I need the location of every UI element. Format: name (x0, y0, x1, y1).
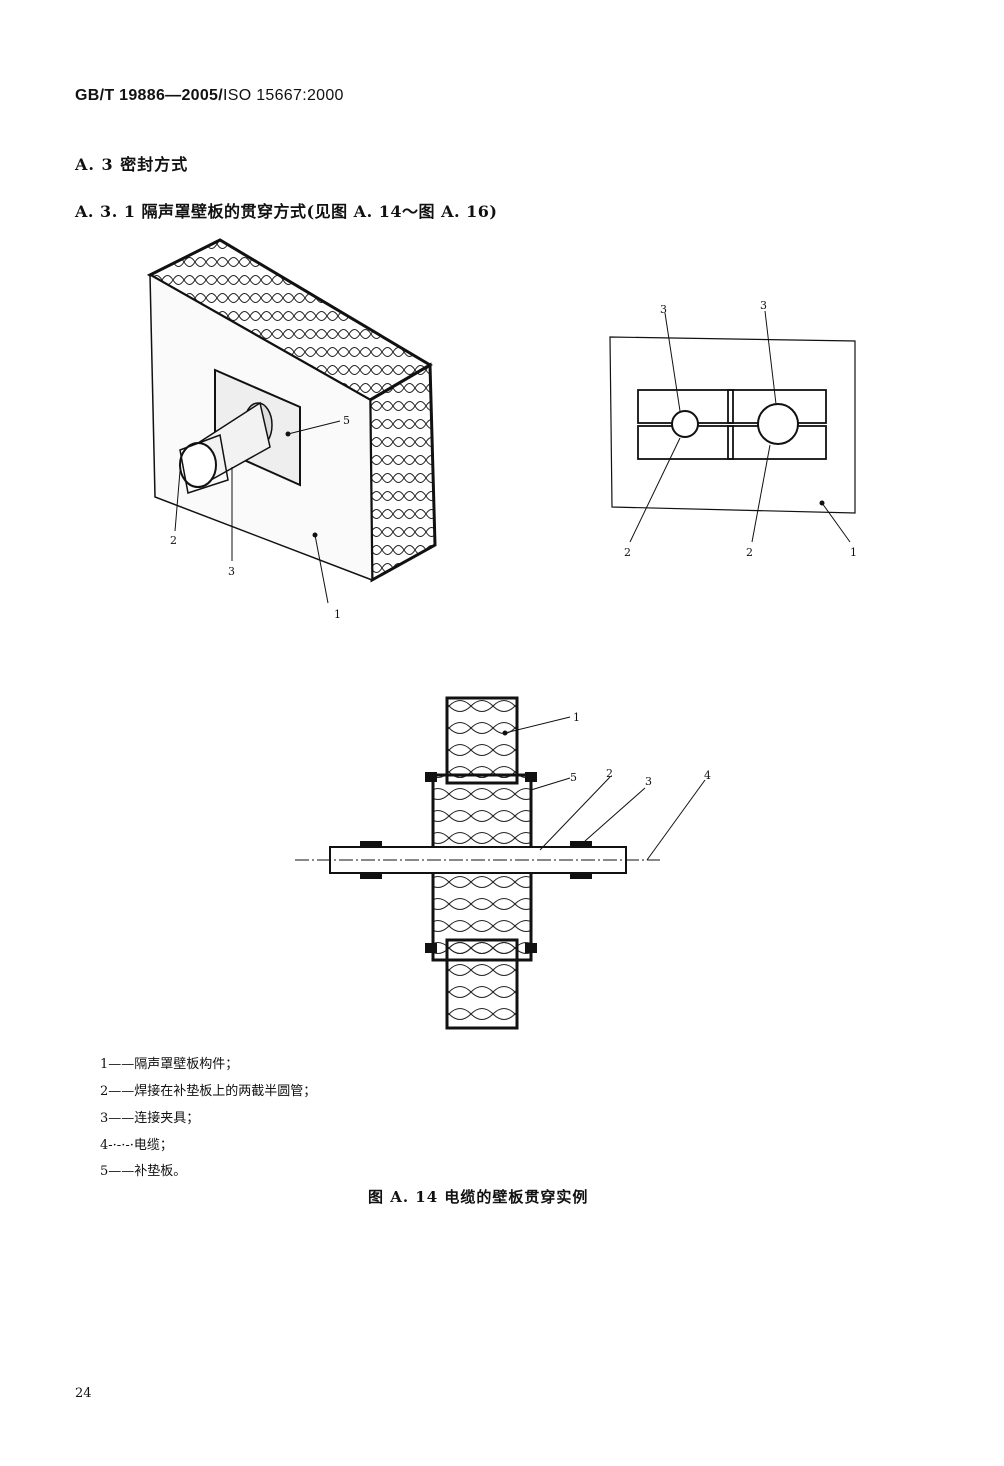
section-label-1: 1 (573, 711, 580, 724)
legend-item: 2——焊接在补垫板上的两截半圆管； (100, 1084, 317, 1099)
legend-item: 5——补垫板。 (100, 1164, 187, 1179)
front-label-2a: 2 (624, 546, 631, 559)
figure-cross-section: 1 5 2 3 4 (295, 695, 735, 1035)
iso-label-3: 3 (228, 565, 235, 578)
legend-item: 1——隔声罩壁板构件； (100, 1057, 239, 1072)
legend-item: 3——连接夹具； (100, 1111, 200, 1126)
figure-caption: 图 A. 14 电缆的壁板贯穿实例 (368, 1188, 589, 1206)
section-label-2: 2 (606, 767, 613, 780)
standard-gbt: GB/T 19886—2005/ (75, 87, 223, 104)
section-heading-a3: A. 3 密封方式 (75, 155, 189, 174)
front-label-3b: 3 (760, 299, 767, 312)
section-heading-a31: A. 3. 1 隔声罩壁板的贯穿方式(见图 A. 14～图 A. 16) (75, 202, 498, 221)
standard-number: GB/T 19886—2005/ISO 15667:2000 (75, 87, 344, 105)
legend-item: 4-·-·-·电缆； (100, 1138, 173, 1153)
figure-isometric: 5 2 3 1 (140, 235, 450, 625)
section-label-4: 4 (704, 769, 711, 782)
standard-iso: ISO 15667:2000 (223, 87, 344, 104)
front-label-3a: 3 (660, 303, 667, 316)
iso-label-2: 2 (170, 534, 177, 547)
section-label-5: 5 (570, 771, 577, 784)
front-label-2b: 2 (746, 546, 753, 559)
page-number: 24 (75, 1386, 92, 1401)
iso-label-1: 1 (334, 608, 341, 621)
iso-label-5: 5 (343, 414, 350, 427)
section-label-3: 3 (645, 775, 652, 788)
figure-front-view: 3 3 2 2 1 (600, 295, 870, 565)
front-label-1: 1 (850, 546, 857, 559)
